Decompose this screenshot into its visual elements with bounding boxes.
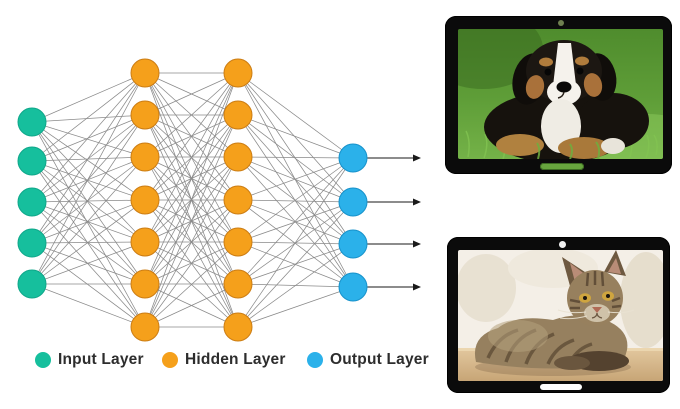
node-hidden-2-4 bbox=[223, 227, 253, 257]
legend-item-hidden: Hidden Layer bbox=[162, 351, 286, 369]
home-button bbox=[540, 163, 584, 170]
node-hidden-1-5 bbox=[130, 269, 160, 299]
node-input-4 bbox=[17, 269, 47, 299]
edges bbox=[31, 72, 354, 328]
node-hidden-1-1 bbox=[130, 100, 160, 130]
network-svg bbox=[17, 58, 421, 342]
node-hidden-2-5 bbox=[223, 269, 253, 299]
legend-item-input: Input Layer bbox=[35, 351, 144, 369]
node-hidden-1-0 bbox=[130, 58, 160, 88]
node-hidden-1-3 bbox=[130, 185, 160, 215]
node-hidden-2-6 bbox=[223, 312, 253, 342]
tablet-screen-cat bbox=[458, 250, 663, 381]
node-output-2 bbox=[338, 229, 368, 259]
node-output-0 bbox=[338, 143, 368, 173]
camera-icon bbox=[559, 241, 566, 248]
dog-figure bbox=[484, 40, 649, 159]
legend-item-output: Output Layer bbox=[307, 351, 429, 369]
node-input-0 bbox=[17, 107, 47, 137]
node-hidden-1-4 bbox=[130, 227, 160, 257]
node-hidden-1-6 bbox=[130, 312, 160, 342]
legend-label-output: Output Layer bbox=[330, 351, 429, 368]
tablet-cat bbox=[447, 237, 670, 393]
node-input-1 bbox=[17, 146, 47, 176]
cat-photo-illustration bbox=[458, 250, 663, 381]
node-input-3 bbox=[17, 228, 47, 258]
cat-figure bbox=[474, 250, 635, 371]
node-hidden-2-0 bbox=[223, 58, 253, 88]
output-arrows bbox=[353, 154, 421, 291]
node-hidden-2-2 bbox=[223, 142, 253, 172]
grass-foreground bbox=[536, 141, 601, 159]
legend-label-hidden: Hidden Layer bbox=[185, 351, 286, 368]
hidden-layer-dot-icon bbox=[162, 352, 178, 368]
input-layer-dot-icon bbox=[35, 352, 51, 368]
node-hidden-2-3 bbox=[223, 185, 253, 215]
tablet-dog bbox=[445, 16, 672, 174]
home-button bbox=[540, 384, 582, 390]
nodes bbox=[17, 58, 368, 342]
node-output-1 bbox=[338, 187, 368, 217]
legend-label-input: Input Layer bbox=[58, 351, 144, 368]
tablet-screen-dog bbox=[458, 29, 663, 159]
output-layer-dot-icon bbox=[307, 352, 323, 368]
node-input-2 bbox=[17, 187, 47, 217]
node-hidden-1-2 bbox=[130, 142, 160, 172]
node-output-3 bbox=[338, 272, 368, 302]
dog-photo-illustration bbox=[458, 29, 663, 159]
camera-icon bbox=[558, 20, 564, 26]
node-hidden-2-1 bbox=[223, 100, 253, 130]
